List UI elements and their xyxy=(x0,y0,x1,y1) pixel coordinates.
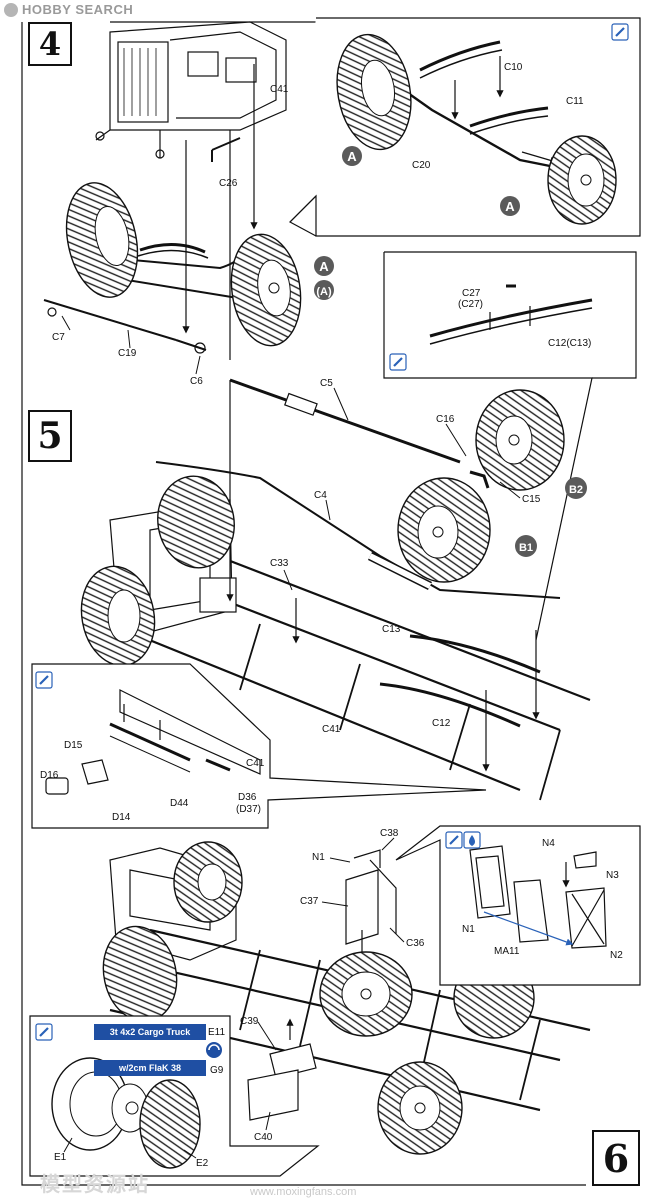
part-label-e1: E1 xyxy=(54,1152,67,1163)
part-label-c19: C19 xyxy=(118,348,137,359)
part-label-c38: C38 xyxy=(380,828,399,839)
part-label-d16: D16 xyxy=(40,770,59,781)
part-label-c5: C5 xyxy=(320,378,333,389)
step6-rear-wheel-lower xyxy=(377,1061,463,1155)
part-label-n4: N4 xyxy=(542,838,555,849)
watermark-top: HOBBY SEARCH xyxy=(4,2,133,17)
step5-front-wheel-left xyxy=(80,565,156,667)
part-label-e2: E2 xyxy=(196,1158,209,1169)
step-number-4: 4 xyxy=(28,22,72,66)
svg-text:A: A xyxy=(319,259,329,274)
swap-icon xyxy=(206,1042,222,1058)
part-label-n2: N2 xyxy=(610,950,623,961)
inset-jerrycan xyxy=(395,825,641,986)
inset-bumper xyxy=(31,663,487,829)
watermark-bottom-url: www.moxingfans.com xyxy=(250,1186,357,1198)
step5-rear-wheel-upper xyxy=(475,389,565,491)
callout-a-inset-right: A xyxy=(500,196,520,216)
callout-b2: B2 xyxy=(565,477,587,499)
step6-spare-wheel xyxy=(319,951,413,1037)
assembly-arrow xyxy=(483,911,574,946)
part-label-c12: C12 xyxy=(432,718,451,729)
callout-b1: B1 xyxy=(515,535,537,557)
part-label-c33: C33 xyxy=(270,558,289,569)
part-label-c39: C39 xyxy=(240,1016,259,1027)
part-label-c16: C16 xyxy=(436,414,455,425)
svg-text:A: A xyxy=(347,149,357,164)
part-label-c40: C40 xyxy=(254,1132,273,1143)
part-label-c27: C27 xyxy=(462,288,481,299)
part-label-c13: C13 xyxy=(382,624,401,635)
watermark-brand: HOBBY SEARCH xyxy=(22,2,134,17)
glue-icon xyxy=(463,831,481,849)
watermark-bottom-cn: 模型资源站 xyxy=(40,1172,150,1196)
inset-rear-spring xyxy=(383,251,637,641)
svg-text:B1: B1 xyxy=(519,542,533,554)
part-label-n1-inset: N1 xyxy=(462,924,475,935)
variant-banner-cargo: 3t 4x2 Cargo Truck xyxy=(94,1024,206,1040)
part-label-e11: E11 xyxy=(208,1027,225,1038)
svg-text:B2: B2 xyxy=(569,484,583,496)
part-label-d14: D14 xyxy=(112,812,131,823)
part-label-n3: N3 xyxy=(606,870,619,881)
part-label-c15: C15 xyxy=(522,494,541,505)
step4-wheel-left xyxy=(65,182,139,298)
part-label-g9: G9 xyxy=(210,1065,224,1076)
callout-a-step4: A xyxy=(314,256,334,276)
part-label-c41: C41 xyxy=(270,84,289,95)
variant-wheel-tire xyxy=(139,1079,201,1169)
step-number-6: 6 xyxy=(592,1130,640,1186)
step4-wheel-right xyxy=(230,233,302,347)
part-label-c10: C10 xyxy=(504,62,523,73)
part-label-d36: D36 xyxy=(238,792,257,803)
svg-text:A: A xyxy=(505,199,515,214)
hobby-search-logo-icon xyxy=(4,2,18,17)
paint-icon xyxy=(445,831,463,849)
step5-front-wheel-right xyxy=(157,475,235,569)
part-label-c26: C26 xyxy=(219,178,238,189)
paint-icon xyxy=(35,1023,53,1041)
part-label-c6: C6 xyxy=(190,376,203,387)
part-label-c12-c13: C12(C13) xyxy=(548,338,591,349)
paint-icon xyxy=(389,353,407,371)
paint-icon xyxy=(35,671,53,689)
part-label-c37: C37 xyxy=(300,896,319,907)
part-label-n1: N1 xyxy=(312,852,325,863)
part-label-c36: C36 xyxy=(406,938,425,949)
part-label-c11: C11 xyxy=(566,96,584,107)
part-label-d15: D15 xyxy=(64,740,83,751)
step6-front-wheel-upper xyxy=(173,841,243,923)
part-label-c20: C20 xyxy=(412,160,431,171)
inset-wheel-left xyxy=(336,33,412,151)
part-label-ma11: MA11 xyxy=(494,946,520,957)
callout-a-inset-left: A xyxy=(342,146,362,166)
part-label-c41-step5: C41 xyxy=(322,724,341,735)
variant-banner-flak: w/2cm FlaK 38 xyxy=(94,1060,206,1076)
part-label-c27-paren: (C27) xyxy=(458,299,483,310)
inset-wheel-right xyxy=(547,135,617,225)
part-label-c41-inset: C41 xyxy=(246,758,265,769)
step5-rear-wheel-lower xyxy=(397,477,491,583)
part-label-c7: C7 xyxy=(52,332,65,343)
callout-a-paren-step4: (A) xyxy=(314,280,334,300)
part-label-c4: C4 xyxy=(314,490,327,501)
frame-lines xyxy=(21,21,586,1186)
part-label-d44: D44 xyxy=(170,798,189,809)
svg-text:(A): (A) xyxy=(316,286,332,298)
step-number-5: 5 xyxy=(28,410,72,462)
paint-icon xyxy=(611,23,629,41)
part-label-d37: (D37) xyxy=(236,804,261,815)
